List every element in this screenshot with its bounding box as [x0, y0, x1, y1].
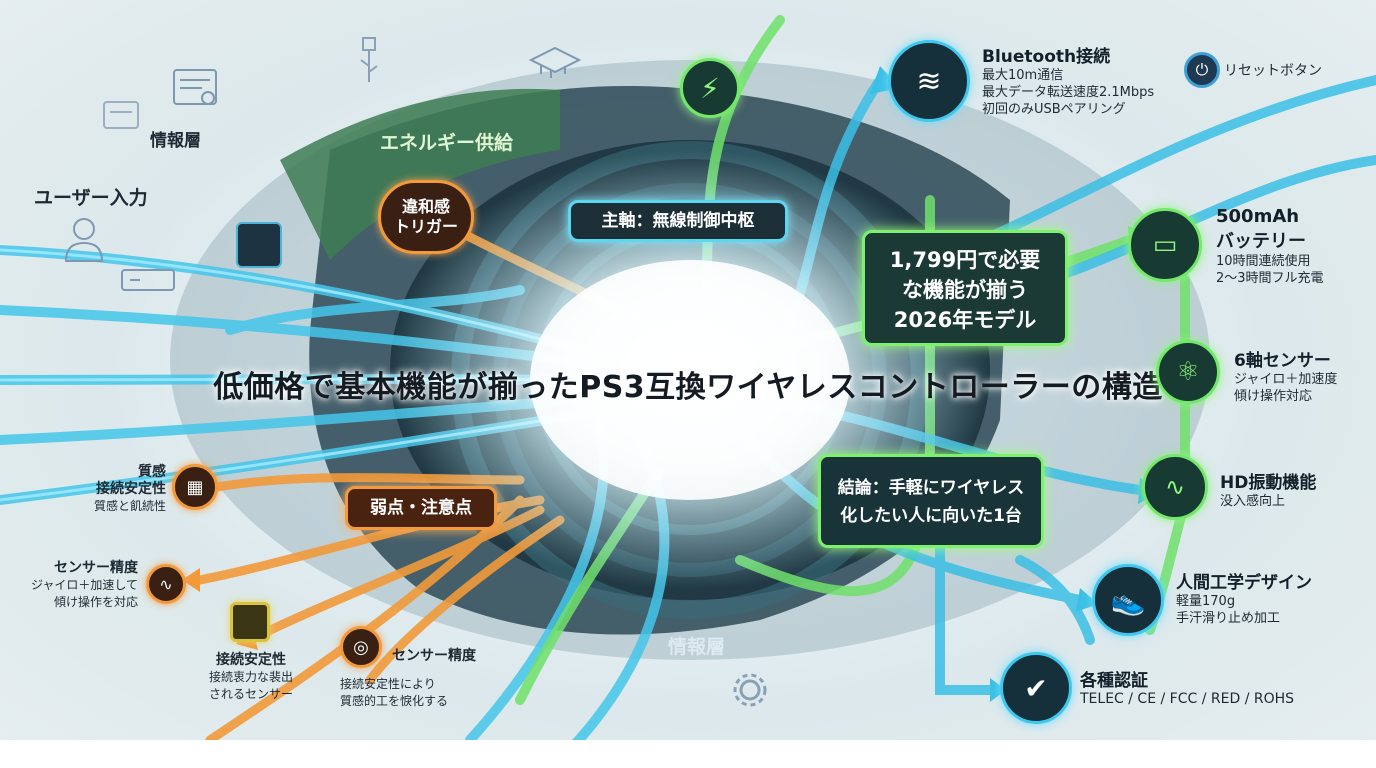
bottom-margin [0, 740, 1376, 768]
discomfort-line-1: 違和感 [401, 197, 450, 216]
bluetooth-line-2: 最大データ転送速度2.1Mbps [982, 85, 1155, 100]
certification-feature: 各種認証 TELEC / CE / FCC / RED / ROHS [1080, 666, 1294, 708]
diagram-title: 低価格で基本機能が揃ったPS3互換ワイヤレスコントローラーの構造 [213, 370, 1163, 405]
vibration-icon: ∿ [1142, 454, 1208, 520]
ergonomic-line-2: 手汗滑り止め加工 [1176, 611, 1281, 626]
gear-icon [733, 673, 767, 707]
ergonomic-line-1: 軽量170g [1176, 594, 1236, 609]
reset-button-label: リセットボタン [1224, 63, 1322, 79]
conclusion-box: 結論：手軽にワイヤレス 化したい人に向いた1台 [818, 454, 1044, 548]
six-axis-title: 6軸センサー [1234, 351, 1331, 371]
price-line-1: 1,799円で必要 [889, 248, 1041, 272]
chip-icon [528, 46, 582, 78]
target-icon: ◎ [340, 626, 382, 668]
battery-line-1: 10時間連続使用 [1216, 254, 1311, 269]
sensor-accuracy-weak-point: センサー精度 ジャイロ＋加速して 傾け操作を対応 [10, 560, 138, 611]
usb-icon [360, 37, 378, 82]
price-line-3: 2026年モデル [893, 308, 1037, 332]
sensor-accuracy-2-title-wrap: センサー精度 [392, 648, 476, 665]
hd-vibration-title: HD振動機能 [1220, 473, 1317, 493]
scan-icon [230, 602, 270, 642]
sensor-accuracy-title: センサー精度 [54, 560, 138, 576]
quality-title-1: 質感 [138, 464, 166, 480]
hd-vibration-line-1: 没入感向上 [1220, 494, 1286, 509]
sensor-accuracy-line-2: 傾け操作を対応 [53, 595, 138, 609]
sensor-accuracy-2-line-2: 質感的工を悷化する [340, 694, 449, 708]
shield-icon: ✔ [1000, 652, 1072, 724]
certification-title: 各種認証 [1080, 671, 1148, 691]
router-icon [121, 269, 175, 291]
info-layer-bottom-label: 情報層 [668, 636, 726, 658]
six-axis-line-1: ジャイロ＋加速度 [1234, 372, 1338, 387]
document-icons [103, 69, 217, 129]
price-box: 1,799円で必要 な機能が揃う 2026年モデル [862, 230, 1068, 346]
user-input-label: ユーザー入力 [34, 187, 148, 209]
ergonomic-title: 人間工学デザイン [1176, 573, 1312, 593]
bluetooth-feature: Bluetooth接続 最大10m通信 最大データ転送速度2.1Mbps 初回の… [982, 42, 1154, 118]
battery-line-2: 2〜3時間フル充電 [1216, 271, 1324, 286]
bluetooth-line-1: 最大10m通信 [982, 68, 1064, 83]
texture-icon: ▦ [172, 464, 218, 510]
quality-sub: 質感と飢続性 [93, 499, 166, 513]
connection-line-2: されるセンサー [208, 687, 293, 701]
connection-weak-point: 接続安定性 接続衷力な裴出 されるセンサー [196, 652, 306, 703]
bluetooth-line-3: 初回のみUSBペアリング [982, 102, 1126, 117]
bluetooth-title: Bluetooth接続 [982, 47, 1111, 67]
conclusion-line-1: 結論：手軽にワイヤレス [837, 478, 1025, 498]
hd-vibration-feature: HD振動機能 没入感向上 [1220, 468, 1316, 510]
sensor-accuracy-line-1: ジャイロ＋加速して [30, 578, 138, 592]
bluetooth-icon: ≋ [888, 40, 970, 122]
quality-weak-point: 質感 接続安定性 質感と飢続性 [64, 464, 166, 515]
pulse-icon: ∿ [146, 564, 186, 604]
six-axis-feature: 6軸センサー ジャイロ＋加速度 傾け操作対応 [1234, 346, 1337, 405]
connection-line-1: 接続衷力な裴出 [208, 670, 293, 684]
quality-title-2: 接続安定性 [96, 481, 166, 497]
atom-icon: ⚛ [1156, 340, 1220, 404]
center-axis-box: 主軸：無線制御中枢 [568, 200, 788, 242]
battery-title-1: 500mAh [1216, 206, 1300, 227]
certification-line-1: TELEC / CE / FCC / RED / ROHS [1080, 691, 1295, 707]
battery-title-2: バッテリー [1216, 231, 1306, 252]
energy-layer-label: エネルギー供給 [380, 132, 514, 154]
power-icon: ⏻ [1184, 52, 1220, 88]
sensor-accuracy-2-line-1: 接続安定性により [340, 677, 436, 691]
ergonomic-feature: 人間工学デザイン 軽量170g 手汗滑り止め加工 [1176, 568, 1312, 627]
conclusion-line-2: 化したい人に向いた1台 [840, 506, 1022, 526]
price-line-2: な機能が揃う [902, 278, 1028, 302]
battery-icon: ▭ [1128, 208, 1202, 282]
user-icon [64, 218, 104, 262]
weakness-box: 弱点・注意点 [345, 486, 497, 530]
discomfort-line-2: トリガー [393, 217, 458, 236]
lightning-icon: ⚡ [680, 58, 740, 118]
connection-title: 接続安定性 [216, 652, 286, 668]
sensor-accuracy-2-title: センサー精度 [392, 648, 476, 664]
input-node-icon [236, 222, 282, 268]
battery-feature: 500mAh バッテリー 10時間連続使用 2〜3時間フル充電 [1216, 206, 1324, 287]
shoe-icon: 👟 [1092, 564, 1164, 636]
discomfort-trigger-node: 違和感 トリガー [378, 180, 474, 254]
info-layer-label: 情報層 [150, 131, 201, 151]
six-axis-line-2: 傾け操作対応 [1234, 389, 1313, 404]
sensor-accuracy-2-weak-point: 接続安定性により 質感的工を悷化する [340, 676, 448, 710]
